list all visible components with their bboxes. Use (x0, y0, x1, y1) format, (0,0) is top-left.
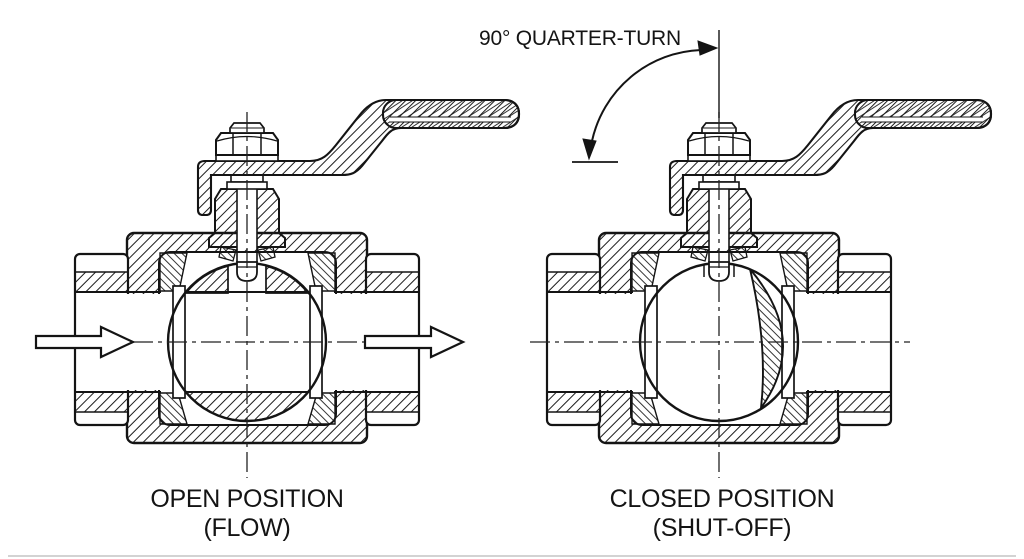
quarter-turn-label: 90° QUARTER-TURN (479, 27, 681, 50)
arc-arrowhead-top (697, 40, 719, 56)
left-valve-open: OPEN POSITION (FLOW) (34, 98, 521, 542)
right-valve-caption-subtitle: (SHUT-OFF) (653, 514, 792, 542)
ball-open-bore (184, 264, 310, 422)
left-valve-caption-title: OPEN POSITION (150, 485, 343, 513)
quarter-turn-annotation: 90° QUARTER-TURN (479, 27, 720, 163)
left-valve-caption-subtitle: (FLOW) (203, 514, 290, 542)
rotation-arc (591, 49, 702, 142)
right-valve-closed: CLOSED POSITION (SHUT-OFF) (530, 98, 993, 542)
arc-arrowhead-bottom (582, 138, 597, 161)
ball-closed-bore (703, 265, 784, 412)
inlet-flow-arrow (34, 325, 136, 359)
outlet-flow-arrow (363, 325, 466, 359)
right-valve-caption-title: CLOSED POSITION (610, 485, 835, 513)
